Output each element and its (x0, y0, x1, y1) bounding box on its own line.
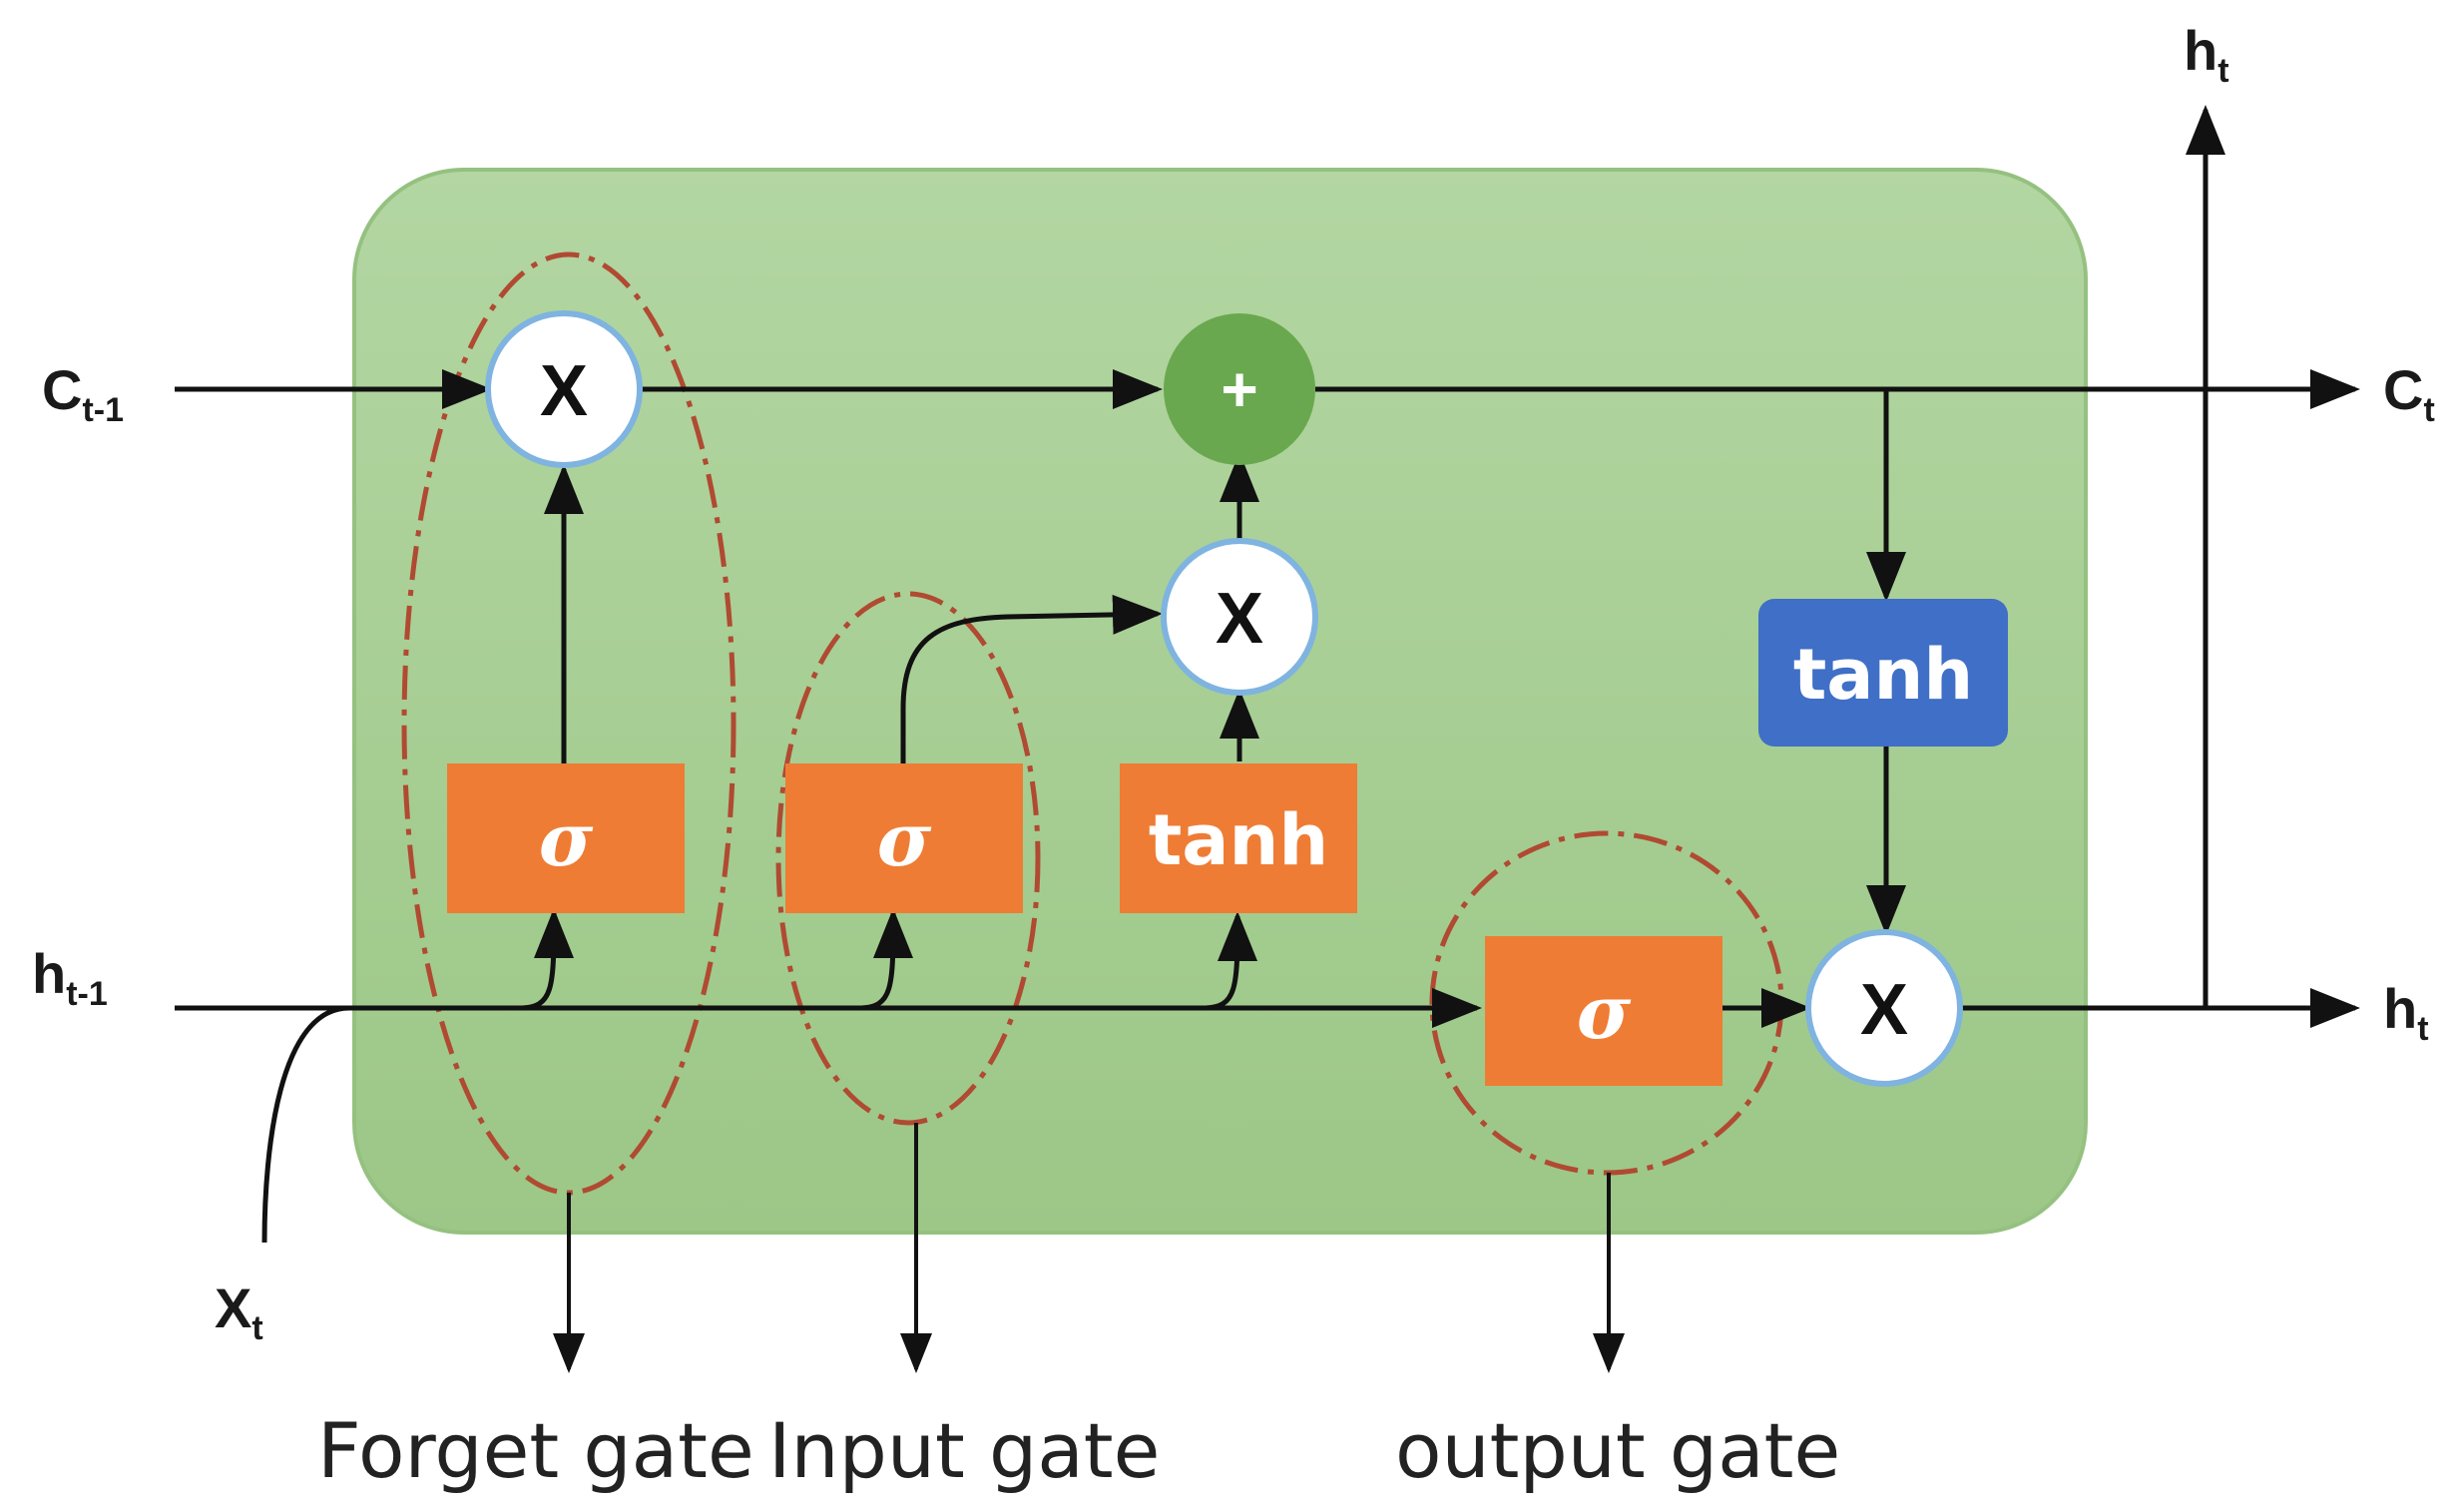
output-multiply-label: X (1860, 970, 1908, 1050)
forget-multiply-label: X (540, 351, 588, 431)
c-t-label: Ct (2383, 358, 2435, 429)
input-multiply-node: X (1161, 538, 1318, 696)
forget-gate-caption: Forget gate (317, 1406, 754, 1495)
h-t-top-label: ht (2184, 19, 2229, 90)
output-gate-caption: output gate (1395, 1406, 1840, 1495)
output-sigmoid-box: σ (1485, 936, 1722, 1086)
forget-branch (518, 908, 574, 1011)
forget-sigmoid-box: σ (447, 763, 685, 913)
input-branch (857, 908, 913, 1011)
input-multiply-label: X (1216, 579, 1263, 659)
output-tanh-label: tanh (1793, 634, 1973, 716)
output-sigmoid-label: σ (1577, 970, 1632, 1056)
x-t-label: Xt (215, 1276, 263, 1347)
forget-sigmoid-label: σ (539, 797, 594, 883)
candidate-tanh-label: tanh (1149, 799, 1328, 881)
input-sigmoid-label: σ (877, 797, 932, 883)
output-tanh-box: tanh (1758, 599, 2008, 747)
add-node: + (1164, 313, 1315, 465)
input-gate-outline (775, 591, 1041, 1126)
input-xt-curve (261, 1005, 350, 1244)
add-label: + (1221, 353, 1257, 425)
input-sigma-to-mult (900, 594, 1163, 763)
h-prev-label: ht-1 (32, 942, 108, 1013)
output-multiply-node: X (1805, 929, 1963, 1087)
input-gate-caption: Input gate (768, 1406, 1160, 1495)
h-t-right-label: ht (2383, 977, 2429, 1048)
candidate-tanh-box: tanh (1120, 763, 1357, 913)
c-prev-label: Ct-1 (42, 358, 124, 429)
forget-multiply-node: X (485, 310, 643, 468)
input-sigmoid-box: σ (785, 763, 1023, 913)
candidate-branch (1202, 911, 1257, 1011)
